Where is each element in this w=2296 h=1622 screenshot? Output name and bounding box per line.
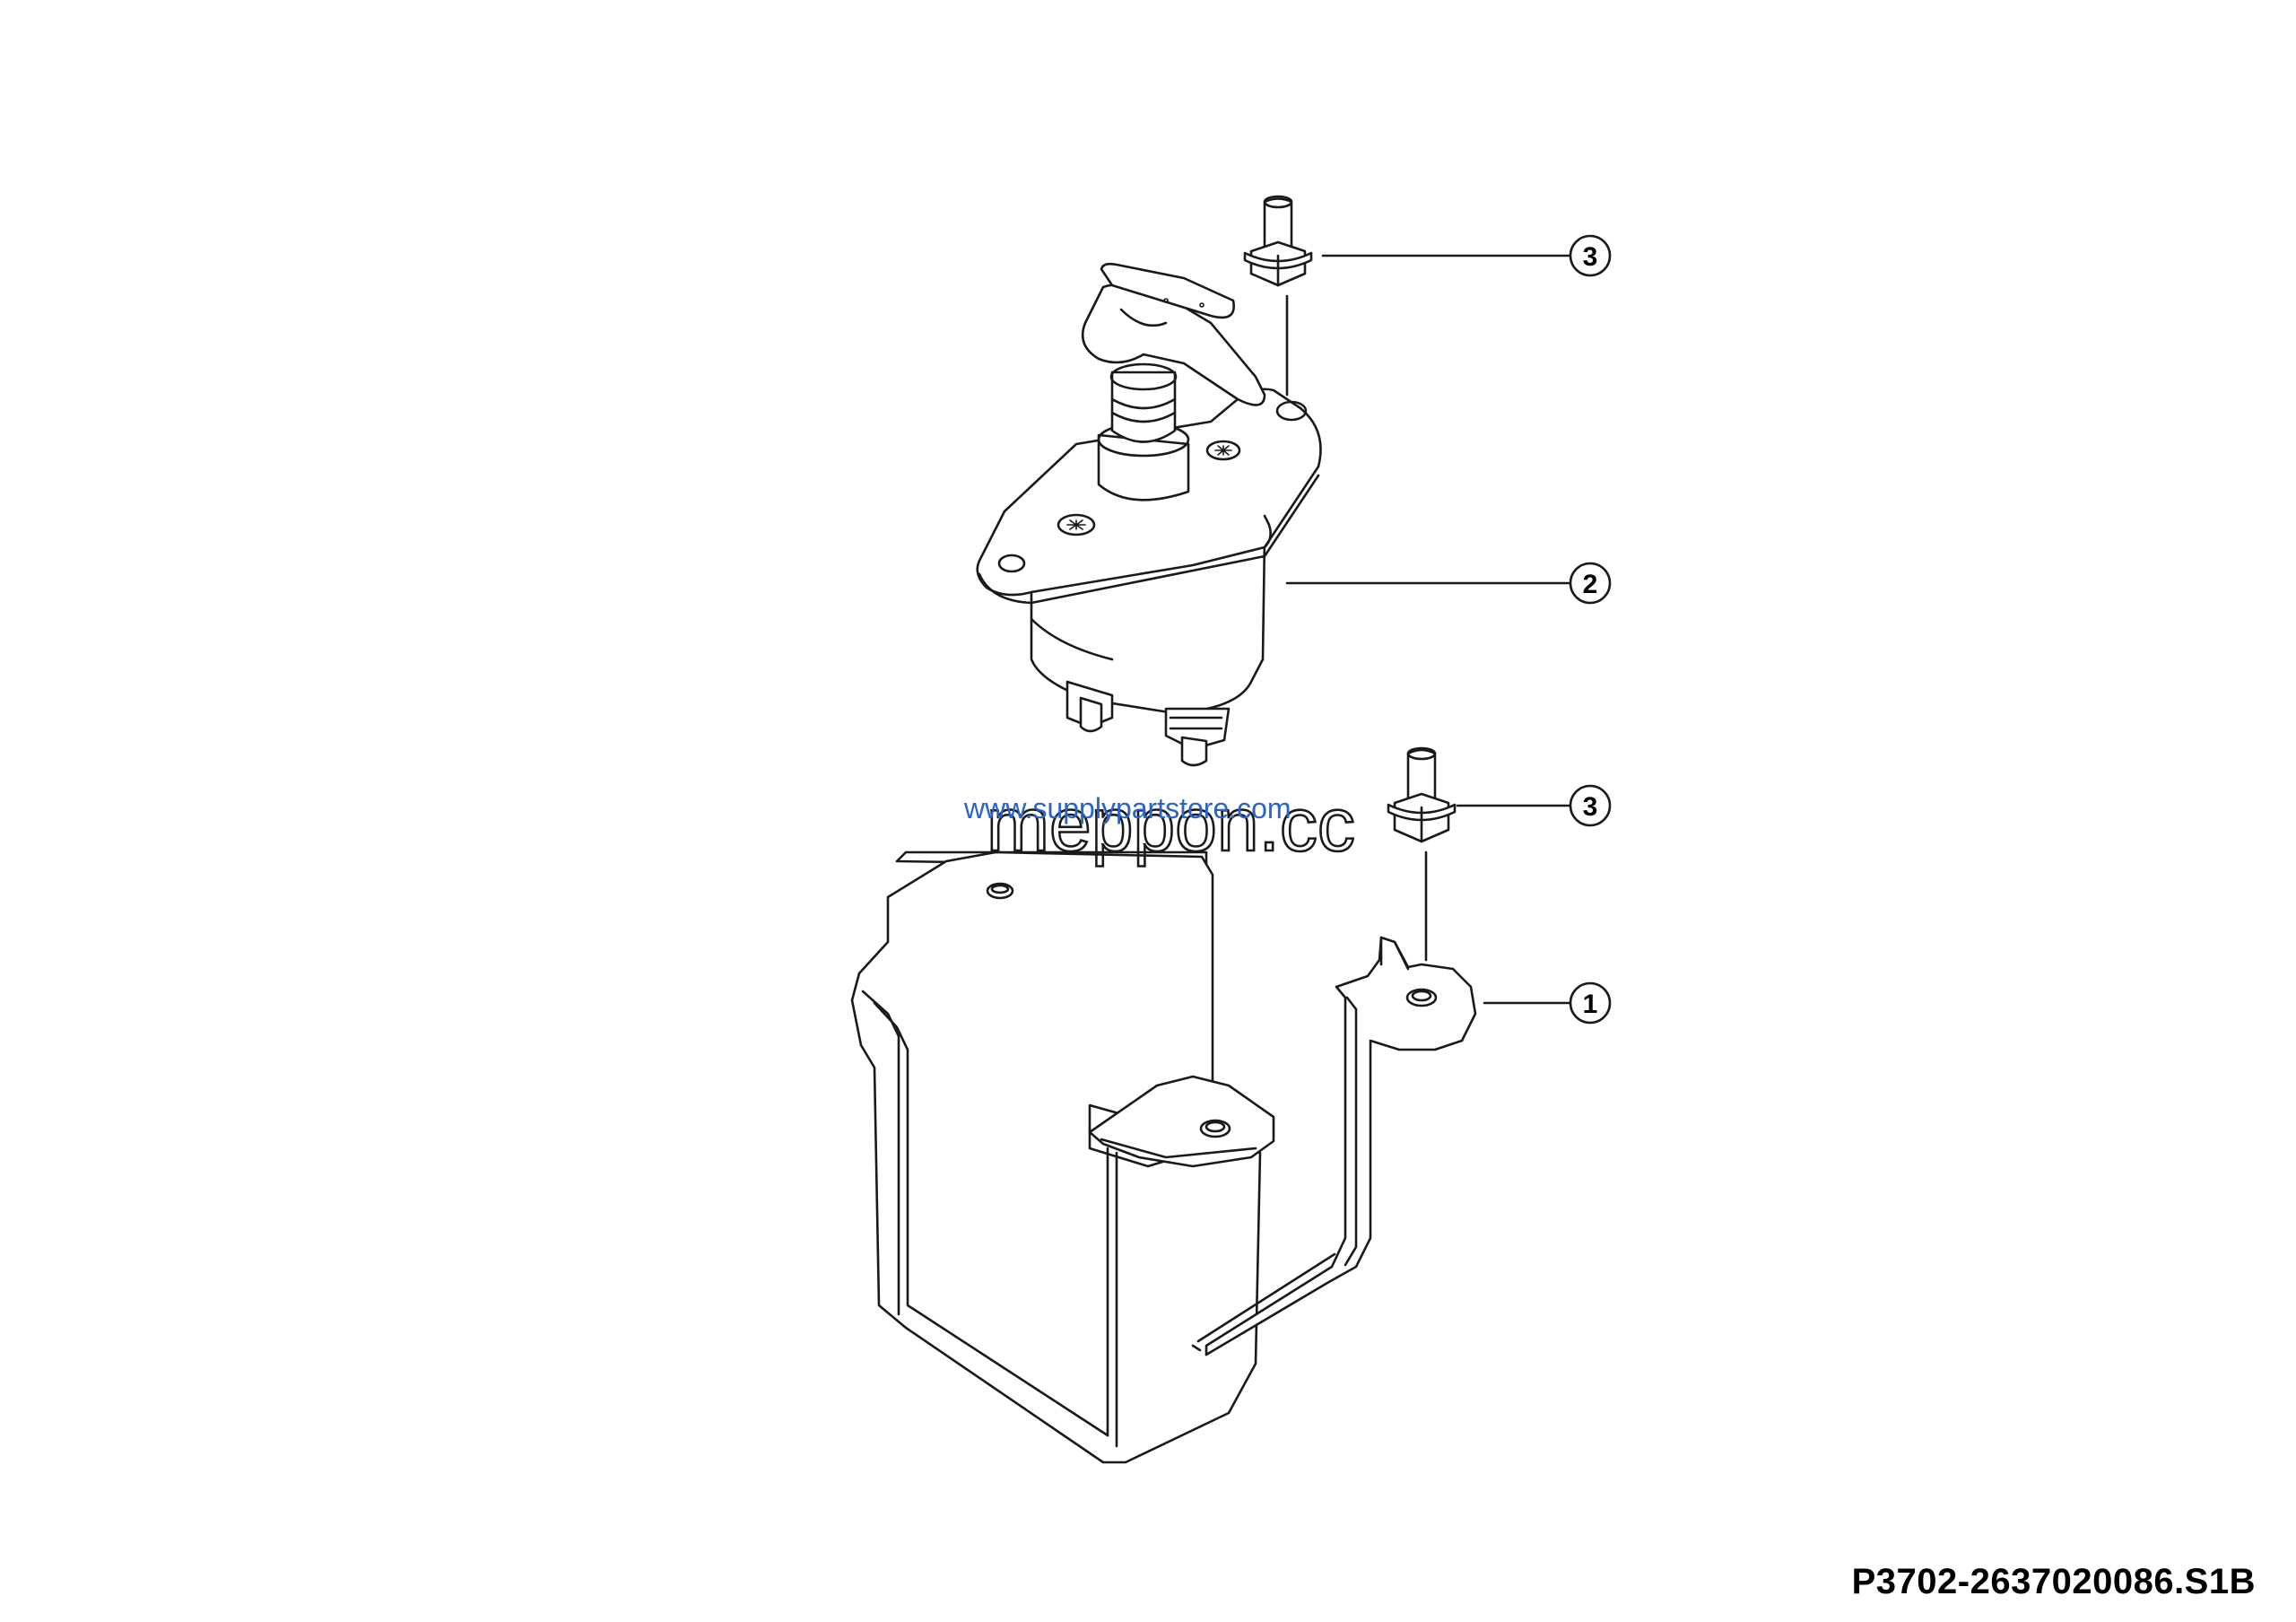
bolt-top-part-3	[1243, 195, 1313, 397]
callout-3-top-label: 3	[1583, 242, 1598, 272]
bolt-lower-part-3	[1387, 746, 1457, 962]
callout-3-lower: 3	[1456, 784, 1612, 827]
watermark-primary: meppon.cc	[987, 782, 1355, 867]
callout-3-lower-label: 3	[1583, 792, 1598, 822]
callout-2-label: 2	[1583, 570, 1598, 599]
callout-1: 1	[1483, 981, 1612, 1025]
drawing-number: P3702-2637020086.S1B	[1851, 1562, 2256, 1601]
callout-3-top: 3	[1321, 234, 1612, 277]
callout-2: 2	[1285, 562, 1612, 605]
mounting-bracket-part-1	[850, 850, 1477, 1464]
watermark-secondary: www.supplypartstore.com	[963, 792, 1292, 824]
battery-switch-part-2	[976, 262, 1322, 767]
callout-1-label: 1	[1583, 990, 1598, 1019]
